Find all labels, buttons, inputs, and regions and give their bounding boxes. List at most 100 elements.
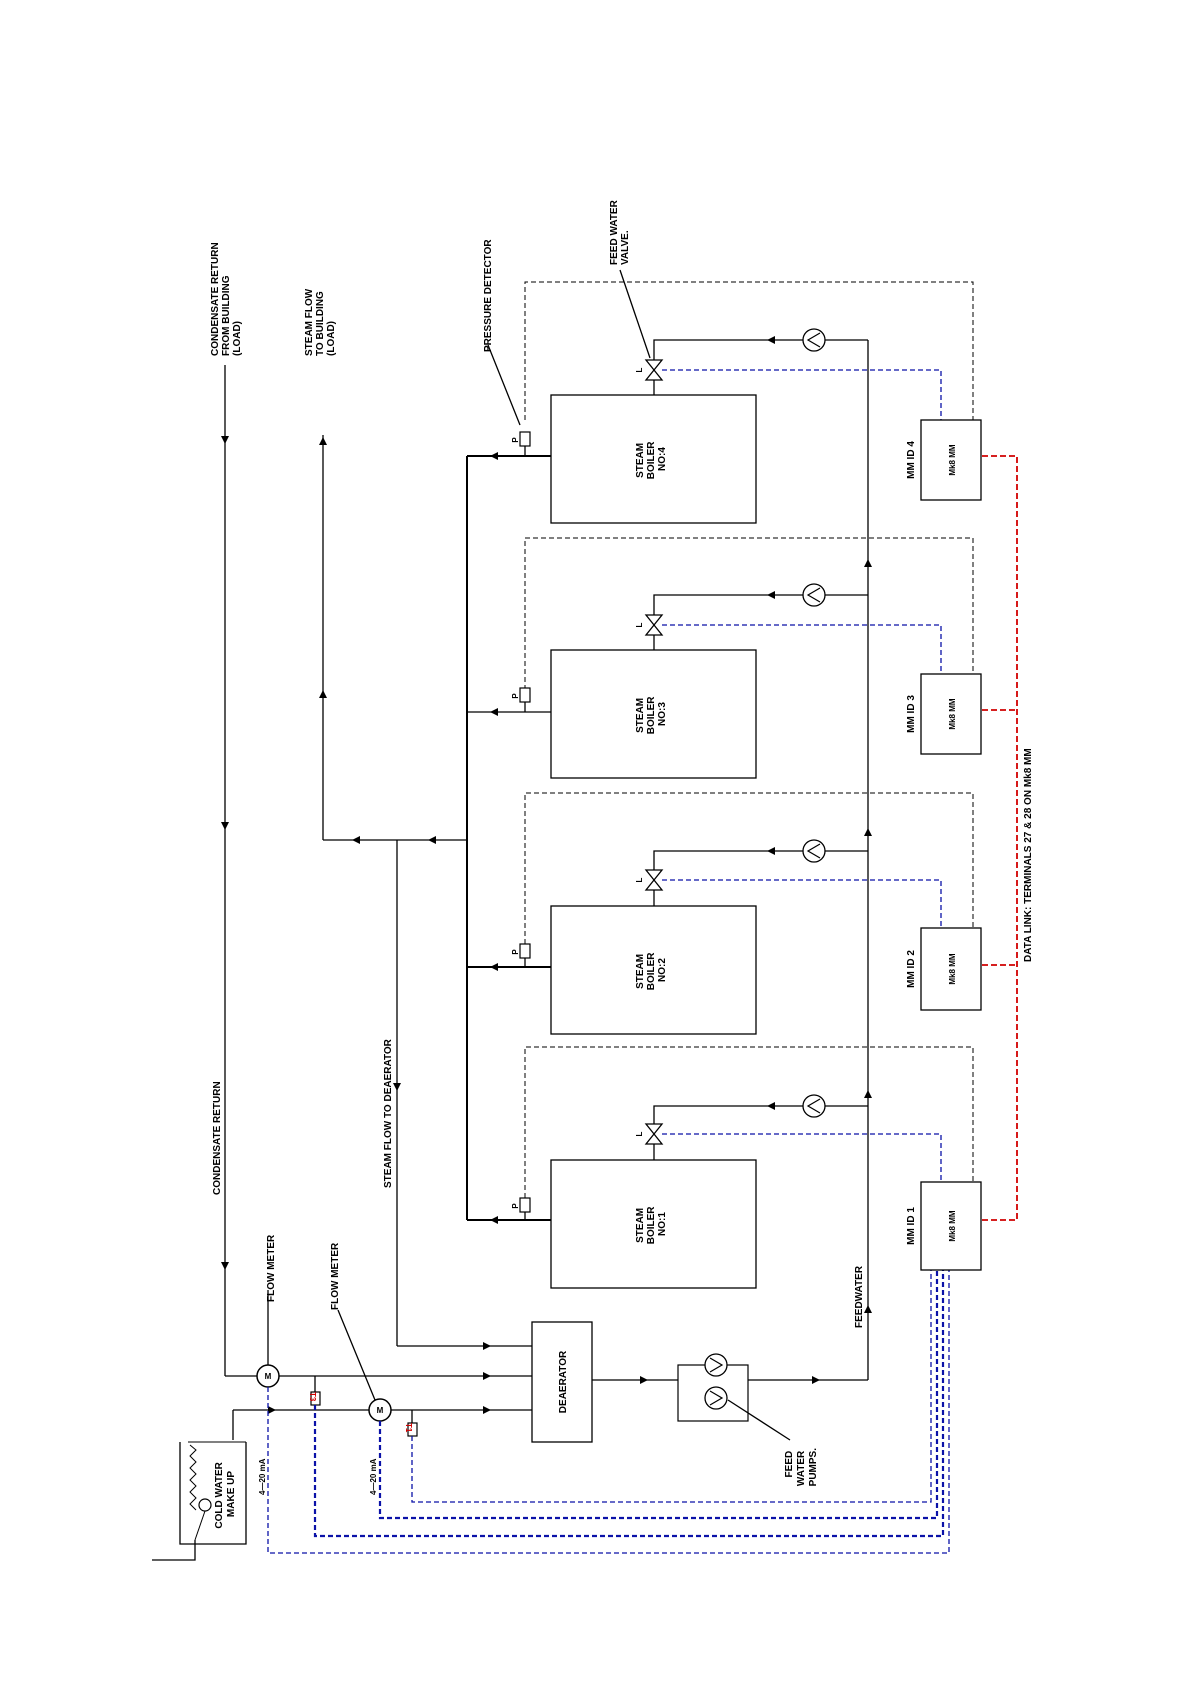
flow-arrow xyxy=(864,1305,872,1313)
condensate-return-from-building-label: CONDENSATE RETURN FROM BUILDING (LOAD) xyxy=(210,240,243,357)
cold-water-make-up-label: COLD WATER MAKE UP xyxy=(214,1459,237,1528)
steam-boiler-label: STEAM BOILER NO:2 xyxy=(635,950,668,991)
flow-arrow xyxy=(221,1262,229,1270)
feedwater-label: FEEDWATER xyxy=(854,1265,865,1328)
condensate-return-label: CONDENSATE RETURN xyxy=(212,1081,223,1195)
steam-boiler-box xyxy=(550,905,757,1035)
leader-line xyxy=(337,1309,376,1401)
pressure-signal-line xyxy=(524,537,974,690)
flow-arrow xyxy=(483,1406,491,1414)
feed-water-pumps-label: FEED WATER PUMPS. xyxy=(784,1448,819,1487)
flow-arrow xyxy=(221,822,229,830)
steam-flow-to-building-label: STEAM FLOW TO BUILDING (LOAD) xyxy=(304,286,337,356)
steam-boiler-box xyxy=(550,649,757,779)
flow-meter-1-label: FLOW METER xyxy=(266,1234,277,1302)
steam-boiler-box xyxy=(550,1159,757,1289)
mm-id-label: MM ID 3 xyxy=(906,695,917,733)
flow-arrow xyxy=(428,836,436,844)
steam-boiler-box xyxy=(550,394,757,524)
svg-text:P: P xyxy=(511,693,520,699)
feed-pump-icon xyxy=(802,1094,826,1118)
feed-pump-icon xyxy=(802,583,826,607)
feed-pump-icon xyxy=(802,328,826,352)
deaerator-box xyxy=(531,1321,593,1443)
feed-water-valve-icon: L xyxy=(635,359,664,381)
signal-cable-fm2 xyxy=(378,1270,939,1520)
feed-pump-icon xyxy=(704,1353,728,1377)
steam-boiler-label: STEAM BOILER NO:4 xyxy=(635,439,668,480)
signal-cable-t3 xyxy=(313,1270,945,1538)
mm-id-label: MM ID 1 xyxy=(906,1207,917,1245)
svg-text:Mk8 MM: Mk8 MM xyxy=(948,698,957,729)
flow-meter-icon: M xyxy=(368,1398,392,1422)
temperature-sensor-t1: T1 xyxy=(404,1410,418,1437)
steam-flow-to-deaerator-label: STEAM FLOW TO DEAERATOR xyxy=(383,1038,394,1188)
leader-line xyxy=(727,1399,791,1441)
pressure-sensor-icon xyxy=(519,1197,531,1213)
flow-arrow xyxy=(864,559,872,567)
feed-pump-icon xyxy=(802,839,826,863)
feed-water-valve-icon: L xyxy=(635,614,664,636)
signal-4-20ma-label: 4—20 mA xyxy=(369,1458,378,1495)
data-link-bus xyxy=(982,455,1018,1221)
svg-text:P: P xyxy=(511,437,520,443)
pressure-signal-line xyxy=(524,1046,974,1198)
steam-boiler-label: STEAM BOILER NO:3 xyxy=(635,694,668,735)
svg-text:M: M xyxy=(377,1406,384,1415)
mk8-mm-controller xyxy=(920,927,982,1011)
flow-meter-2-label: FLOW METER xyxy=(330,1242,341,1310)
flow-meter-icon: M xyxy=(256,1364,280,1388)
make-up-feed-line xyxy=(152,1540,196,1561)
pressure-sensor-icon xyxy=(519,943,531,959)
feed-pump-icon xyxy=(704,1386,728,1410)
pressure-signal-line xyxy=(524,792,974,944)
mk8-mm-controller xyxy=(920,673,982,755)
flow-arrow xyxy=(352,836,360,844)
svg-text:T1: T1 xyxy=(404,1423,413,1433)
flow-arrow xyxy=(483,1372,491,1380)
signal-4-20ma-label: 4—20 mA xyxy=(258,1458,267,1495)
svg-text:Mk8 MM: Mk8 MM xyxy=(948,1210,957,1241)
pressure-signal-line xyxy=(524,281,974,420)
svg-text:L: L xyxy=(635,877,644,882)
boiler-group-4: P STEAM BOILER NO:4 L Mk8 MM MM ID 4 xyxy=(467,281,982,524)
signal-cable-fm1 xyxy=(267,1270,950,1554)
svg-text:L: L xyxy=(635,367,644,372)
boiler-group-2: P STEAM BOILER NO:2 L Mk8 MM MM ID 2 xyxy=(467,792,982,1035)
pressure-detector-label: PRESSURE DETECTOR xyxy=(483,239,494,352)
flow-arrow xyxy=(319,690,327,698)
signal-cable-t1 xyxy=(411,1270,932,1503)
flow-arrow xyxy=(812,1376,820,1384)
svg-text:L: L xyxy=(635,1131,644,1136)
svg-text:L: L xyxy=(635,622,644,627)
svg-text:P: P xyxy=(511,949,520,955)
flow-arrow xyxy=(393,1083,401,1091)
boiler-group-1: P STEAM BOILER NO:1 L Mk8 MM MM ID 1 xyxy=(467,1046,982,1289)
flow-arrow xyxy=(640,1376,648,1384)
mk8-mm-controller xyxy=(920,419,982,501)
mm-id-label: MM ID 2 xyxy=(906,950,917,988)
svg-text:Mk8 MM: Mk8 MM xyxy=(948,953,957,984)
svg-text:P: P xyxy=(511,1203,520,1209)
flow-arrow xyxy=(864,1090,872,1098)
mk8-mm-controller xyxy=(920,1181,982,1271)
flow-arrow xyxy=(483,1342,491,1350)
svg-text:T3: T3 xyxy=(308,1392,317,1402)
cold-water-tank xyxy=(179,1441,247,1545)
pressure-sensor-icon xyxy=(519,431,531,447)
feed-water-valve-icon: L xyxy=(635,1123,664,1145)
svg-text:Mk8 MM: Mk8 MM xyxy=(948,444,957,475)
mm-id-label: MM ID 4 xyxy=(906,441,917,479)
steam-boiler-label: STEAM BOILER NO:1 xyxy=(635,1204,668,1245)
leader-line xyxy=(619,269,651,359)
feed-water-valve-icon: L xyxy=(635,869,664,891)
svg-text:M: M xyxy=(265,1372,272,1381)
flow-arrow xyxy=(319,437,327,445)
boiler-group-3: P STEAM BOILER NO:3 L Mk8 MM MM ID 3 xyxy=(467,537,982,779)
deaerator-label: DEAERATOR xyxy=(558,1350,569,1413)
data-link-label: DATA LINK: TERMINALS 27 & 28 ON Mk8 MM xyxy=(1023,748,1034,962)
temperature-sensor-t3: T3 xyxy=(308,1376,321,1406)
flow-arrow xyxy=(221,436,229,444)
flow-arrow xyxy=(268,1406,276,1414)
